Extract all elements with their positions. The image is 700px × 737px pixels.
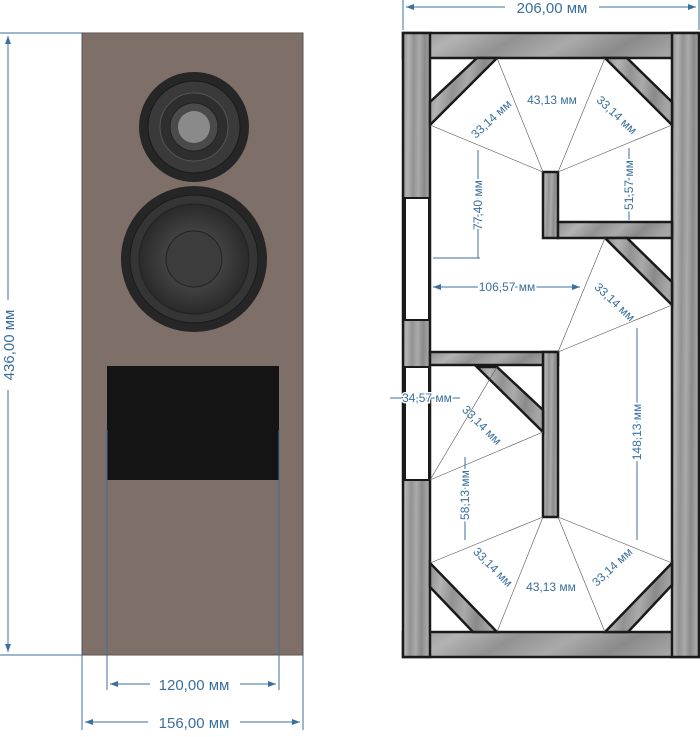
- section-view: 206,00 мм: [390, 0, 700, 659]
- dim-bottom-right-diag: 33,14 мм: [589, 545, 635, 589]
- height-dimension: 436,00 мм: [1, 310, 18, 381]
- width-dimension: 156,00 мм: [159, 715, 230, 732]
- dim-top-right-diag: 33,14 мм: [594, 93, 640, 137]
- dimension-labels: 43,13 мм 33,14 мм 33,14 мм 77,40 мм 51,5…: [401, 93, 646, 594]
- dim-middle-right-diag: 33,14 мм: [592, 280, 638, 324]
- dim-lower-left-vertical: 58,13 мм: [458, 470, 472, 520]
- upper-port-opening: [404, 197, 430, 321]
- section-width-dimension: 206,00 мм: [517, 0, 588, 17]
- dim-top-center: 43,13 мм: [527, 93, 577, 107]
- dim-bottom-center: 43,13 мм: [526, 580, 576, 594]
- dimension-lines: [390, 148, 638, 540]
- dim-lower-right-vertical: 148,13 мм: [630, 404, 644, 461]
- bass-port: [107, 366, 279, 480]
- port-width-dimension: 120,00 мм: [159, 677, 230, 694]
- dim-bottom-left-diag: 33,14 мм: [470, 545, 515, 590]
- woofer: [121, 186, 267, 332]
- dim-middle-horizontal: 106,57 мм: [479, 280, 536, 294]
- tweeter: [139, 72, 249, 182]
- dim-top-left-diag: 33,14 мм: [468, 97, 514, 141]
- dim-upper-right-vertical: 51,57 мм: [622, 160, 636, 210]
- dim-lower-left-diag: 33,14 мм: [459, 403, 504, 448]
- cabinet-walls: [401, 31, 700, 659]
- lower-port-opening: [404, 366, 430, 481]
- guide-lines: [429, 57, 673, 633]
- dim-upper-left-vertical: 77,40 мм: [471, 180, 485, 230]
- dim-port-depth: 34,57 мм: [402, 391, 452, 405]
- front-view: 436,00 мм 120,00 мм 156,00 мм: [0, 32, 304, 732]
